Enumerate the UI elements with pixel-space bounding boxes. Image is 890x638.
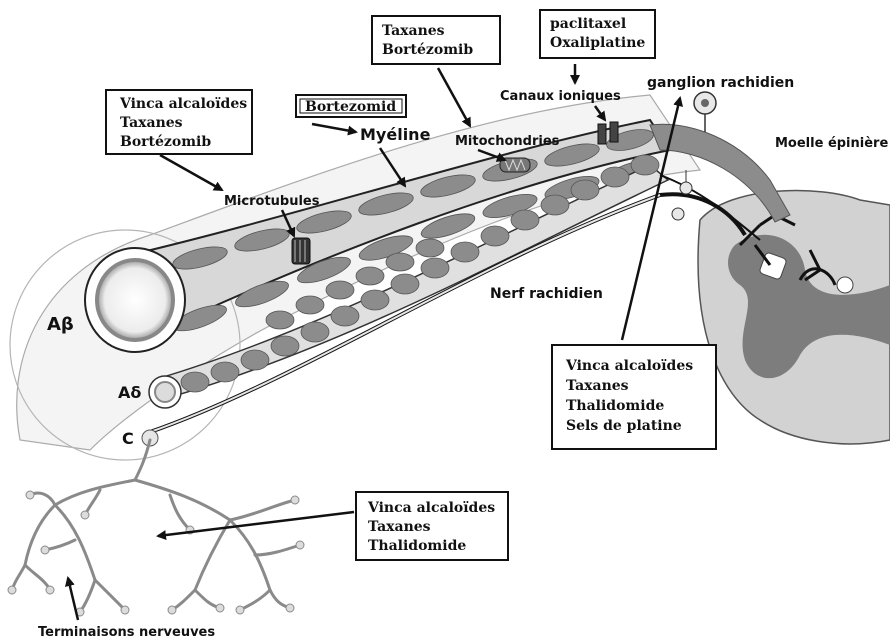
- label-canaux-ioniques: Canaux ioniques: [500, 89, 621, 104]
- drug-line: Bortezomid: [305, 99, 396, 115]
- drug-box-ganglion: Vinca alcaloïdes Taxanes Thalidomide Sel…: [552, 345, 716, 449]
- drug-line: Vinca alcaloïdes: [367, 500, 495, 516]
- drug-box-channels: paclitaxel Oxaliplatine: [540, 10, 655, 58]
- drug-line: Taxanes: [368, 519, 431, 535]
- label-moelle: Moelle épinière: [775, 136, 888, 151]
- drug-line: Oxaliplatine: [550, 35, 645, 51]
- arrow-to-microtubules-label: [160, 155, 222, 190]
- ion-channel-icon: [598, 124, 606, 144]
- drug-line: Thalidomide: [368, 538, 466, 554]
- drug-line: Vinca alcaloïdes: [119, 96, 247, 112]
- drug-box-terminals: Vinca alcaloïdes Taxanes Thalidomide: [356, 492, 508, 560]
- arrow-to-mitochondries: [438, 68, 470, 126]
- drug-line: Bortézomib: [120, 134, 211, 150]
- drug-line: Taxanes: [120, 115, 183, 131]
- drug-line: Bortézomib: [382, 42, 473, 58]
- label-mitochondries: Mitochondries: [455, 134, 560, 149]
- drug-line: Thalidomide: [566, 398, 664, 414]
- drug-line: paclitaxel: [550, 16, 626, 32]
- arrow-terminaisons: [68, 578, 78, 620]
- drug-line: Sels de platine: [566, 418, 682, 434]
- label-c-fiber: C: [122, 429, 134, 448]
- label-ganglion: ganglion rachidien: [647, 75, 794, 91]
- label-terminaisons: Terminaisons nerveuves: [38, 625, 215, 638]
- drug-line: Taxanes: [566, 378, 629, 394]
- label-a-beta: Aβ: [47, 314, 74, 335]
- drug-box-microtubules: Vinca alcaloïdes Taxanes Bortézomib: [106, 90, 252, 154]
- arrow-to-myeline: [312, 124, 356, 132]
- nerve-terminals: [12, 440, 300, 612]
- label-microtubules: Microtubules: [224, 194, 320, 209]
- label-nerf-rachidien: Nerf rachidien: [490, 286, 603, 302]
- label-myeline: Myéline: [360, 125, 431, 144]
- arrow-to-terminals: [158, 512, 354, 536]
- label-a-delta: Aδ: [118, 383, 141, 402]
- drug-box-mitochondria: Taxanes Bortézomib: [372, 16, 500, 64]
- drug-line: Vinca alcaloïdes: [565, 358, 693, 374]
- drug-line: Taxanes: [382, 23, 445, 39]
- spinal-cord: [698, 190, 890, 443]
- drug-box-myeline: Bortezomid: [296, 95, 406, 117]
